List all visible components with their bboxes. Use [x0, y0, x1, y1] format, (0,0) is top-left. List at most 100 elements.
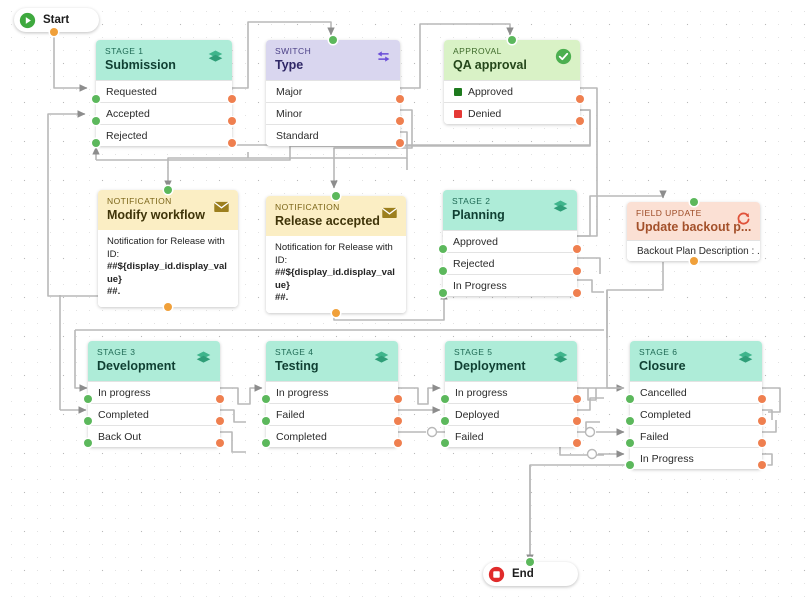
row-back-out[interactable]: Back Out [88, 425, 220, 447]
node-stage-4[interactable]: STAGE 4 Testing In progress Failed Compl… [262, 341, 402, 447]
row-label: Rejected [453, 257, 495, 270]
row-in-progress[interactable]: In progress [445, 381, 577, 403]
row-label: Rejected [106, 129, 148, 142]
row-minor[interactable]: Minor [266, 102, 400, 124]
start-node[interactable]: Start [14, 8, 99, 36]
port-out-failed[interactable] [394, 417, 402, 425]
row-standard[interactable]: Standard [266, 124, 400, 146]
row-completed[interactable]: Completed [266, 425, 398, 447]
port-out-bottom[interactable] [689, 257, 698, 265]
port-out-denied[interactable] [576, 117, 584, 125]
port-out-deployed[interactable] [573, 417, 581, 425]
port-out-cancelled[interactable] [758, 395, 766, 403]
row-label: Requested [106, 85, 157, 98]
node-type-label: FIELD UPDATE [636, 208, 702, 218]
port-out-rejected[interactable] [228, 139, 236, 147]
port-out-in-progress[interactable] [394, 395, 402, 403]
port-in-completed[interactable] [262, 439, 270, 447]
node-notification-release-accepted[interactable]: NOTIFICATION Release accepted Notificati… [266, 192, 406, 317]
body-line: ID: [107, 248, 120, 260]
row-cancelled[interactable]: Cancelled [630, 381, 762, 403]
port-in-rejected[interactable] [92, 139, 100, 147]
port-out-accepted[interactable] [228, 117, 236, 125]
port-out-in-progress[interactable] [216, 395, 224, 403]
port-in-in-progress[interactable] [84, 395, 92, 403]
node-stage-5[interactable]: STAGE 5 Deployment In progress Deployed … [441, 341, 581, 447]
port-out-approved[interactable] [573, 245, 581, 253]
port-out-major[interactable] [396, 95, 404, 103]
port-out-requested[interactable] [228, 95, 236, 103]
port-in-cancelled[interactable] [626, 395, 634, 403]
body-line: ##${display_id.display_value} [275, 267, 395, 291]
port-in-deployed[interactable] [441, 417, 449, 425]
port-out-in-progress[interactable] [573, 395, 581, 403]
port-in-completed[interactable] [84, 417, 92, 425]
port-out-failed[interactable] [758, 439, 766, 447]
node-header: STAGE 6 Closure [630, 341, 762, 381]
row-requested[interactable]: Requested [96, 80, 232, 102]
node-stage-6[interactable]: STAGE 6 Closure Cancelled Completed Fail… [626, 341, 766, 469]
port-out-approved[interactable] [576, 95, 584, 103]
port-in-in-progress[interactable] [441, 395, 449, 403]
row-in-progress[interactable]: In Progress [630, 447, 762, 469]
port-out-bottom[interactable] [332, 308, 340, 317]
port-out-standard[interactable] [396, 139, 404, 147]
port-out-completed[interactable] [394, 439, 402, 447]
row-in-progress[interactable]: In progress [88, 381, 220, 403]
port-in-failed[interactable] [441, 439, 449, 447]
port-out-completed[interactable] [216, 417, 224, 425]
row-accepted[interactable]: Accepted [96, 102, 232, 124]
node-field-update[interactable]: FIELD UPDATE Update backout p... Backout… [627, 198, 760, 265]
row-failed[interactable]: Failed [266, 403, 398, 425]
row-approved[interactable]: Approved [443, 230, 577, 252]
row-completed[interactable]: Completed [630, 403, 762, 425]
port-out-failed[interactable] [573, 439, 581, 447]
port-in-back-out[interactable] [84, 439, 92, 447]
port-out-bottom[interactable] [164, 302, 172, 311]
row-major[interactable]: Major [266, 80, 400, 102]
end-node[interactable]: End [483, 558, 578, 586]
port-in-top[interactable] [689, 198, 698, 206]
row-denied[interactable]: Denied [444, 102, 580, 124]
node-approval-qa[interactable]: APPROVAL QA approval Approved Denied [444, 36, 584, 125]
node-stage-3[interactable]: STAGE 3 Development In progress Complete… [84, 341, 224, 447]
port-out-minor[interactable] [396, 117, 404, 125]
port-in-top[interactable] [164, 186, 172, 194]
port-in-in-progress[interactable] [262, 395, 270, 403]
port-in-top[interactable] [332, 192, 340, 200]
row-rejected[interactable]: Rejected [443, 252, 577, 274]
port-in-accepted[interactable] [92, 117, 100, 125]
row-completed[interactable]: Completed [88, 403, 220, 425]
row-approved[interactable]: Approved [444, 80, 580, 102]
port-out-rejected[interactable] [573, 267, 581, 275]
port-out-in-progress[interactable] [573, 289, 581, 297]
end-label: End [512, 568, 534, 580]
row-deployed[interactable]: Deployed [445, 403, 577, 425]
node-notification-modify-workflow[interactable]: NOTIFICATION Modify workflow Notificatio… [98, 186, 238, 311]
port-out-back-out[interactable] [216, 439, 224, 447]
port-in-requested[interactable] [92, 95, 100, 103]
port-in-top[interactable] [329, 36, 337, 44]
port-out-in-progress[interactable] [758, 461, 766, 469]
port-in-in-progress[interactable] [626, 461, 634, 469]
port-in-failed[interactable] [626, 439, 634, 447]
end-input-port[interactable] [526, 558, 534, 566]
port-in-rejected[interactable] [439, 267, 447, 275]
row-backout-plan-description[interactable]: Backout Plan Description : ... [627, 240, 760, 261]
row-in-progress[interactable]: In progress [266, 381, 398, 403]
node-stage-2[interactable]: STAGE 2 Planning Approved Rejected In Pr… [439, 190, 581, 297]
port-in-completed[interactable] [626, 417, 634, 425]
port-in-approved[interactable] [439, 245, 447, 253]
row-failed[interactable]: Failed [445, 425, 577, 447]
row-failed[interactable]: Failed [630, 425, 762, 447]
row-in-progress[interactable]: In Progress [443, 274, 577, 296]
node-switch-type[interactable]: SWITCH Type Major Minor Standard [266, 36, 404, 147]
start-output-port[interactable] [50, 28, 58, 36]
node-stage-1[interactable]: STAGE 1 Submission Requested Accepted Re… [92, 40, 236, 147]
port-out-completed[interactable] [758, 417, 766, 425]
row-rejected[interactable]: Rejected [96, 124, 232, 146]
port-in-in-progress[interactable] [439, 289, 447, 297]
port-in-failed[interactable] [262, 417, 270, 425]
port-in-top[interactable] [508, 36, 516, 44]
